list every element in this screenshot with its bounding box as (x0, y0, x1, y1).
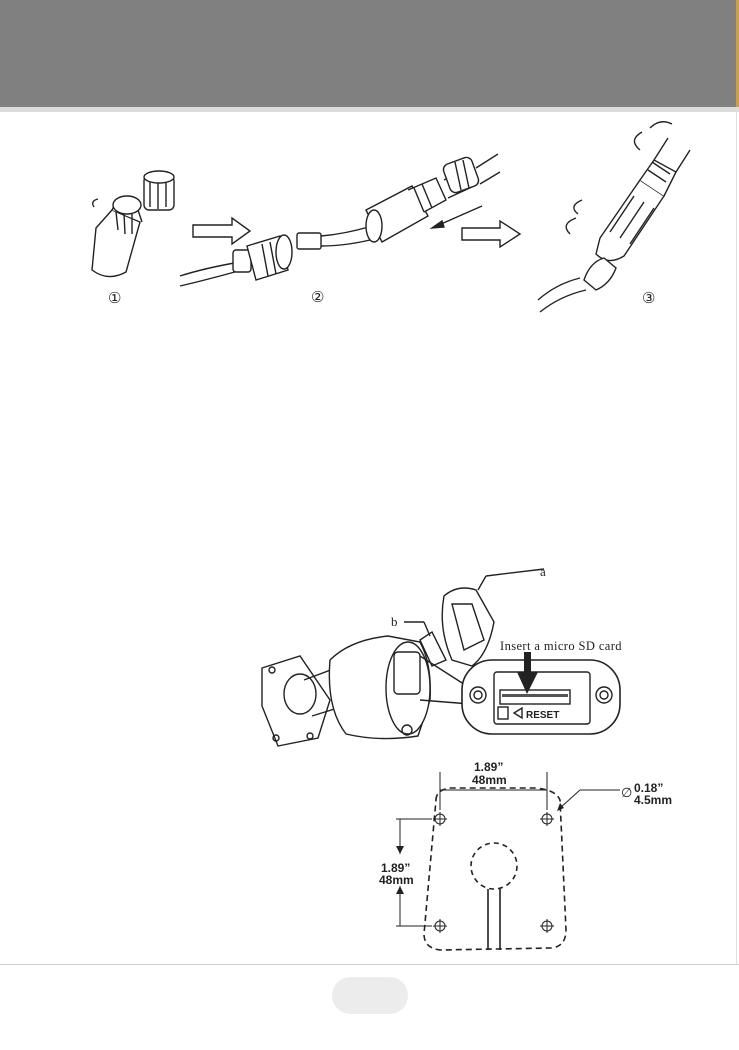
horizontal-dimension-mm: 48mm (472, 773, 507, 787)
hole-diameter-mm: 4.5mm (634, 793, 672, 807)
footer-divider (0, 964, 739, 965)
horizontal-dimension-inches: 1.89” (474, 760, 503, 774)
diameter-symbol-icon: ∅ (621, 785, 632, 800)
page-number-badge (332, 977, 408, 1014)
vertical-dimension-mm: 48mm (379, 873, 414, 887)
mounting-template-diagram: 1.89” 48mm 1.89” 48mm ∅ 0.18” 4.5mm (0, 0, 739, 960)
